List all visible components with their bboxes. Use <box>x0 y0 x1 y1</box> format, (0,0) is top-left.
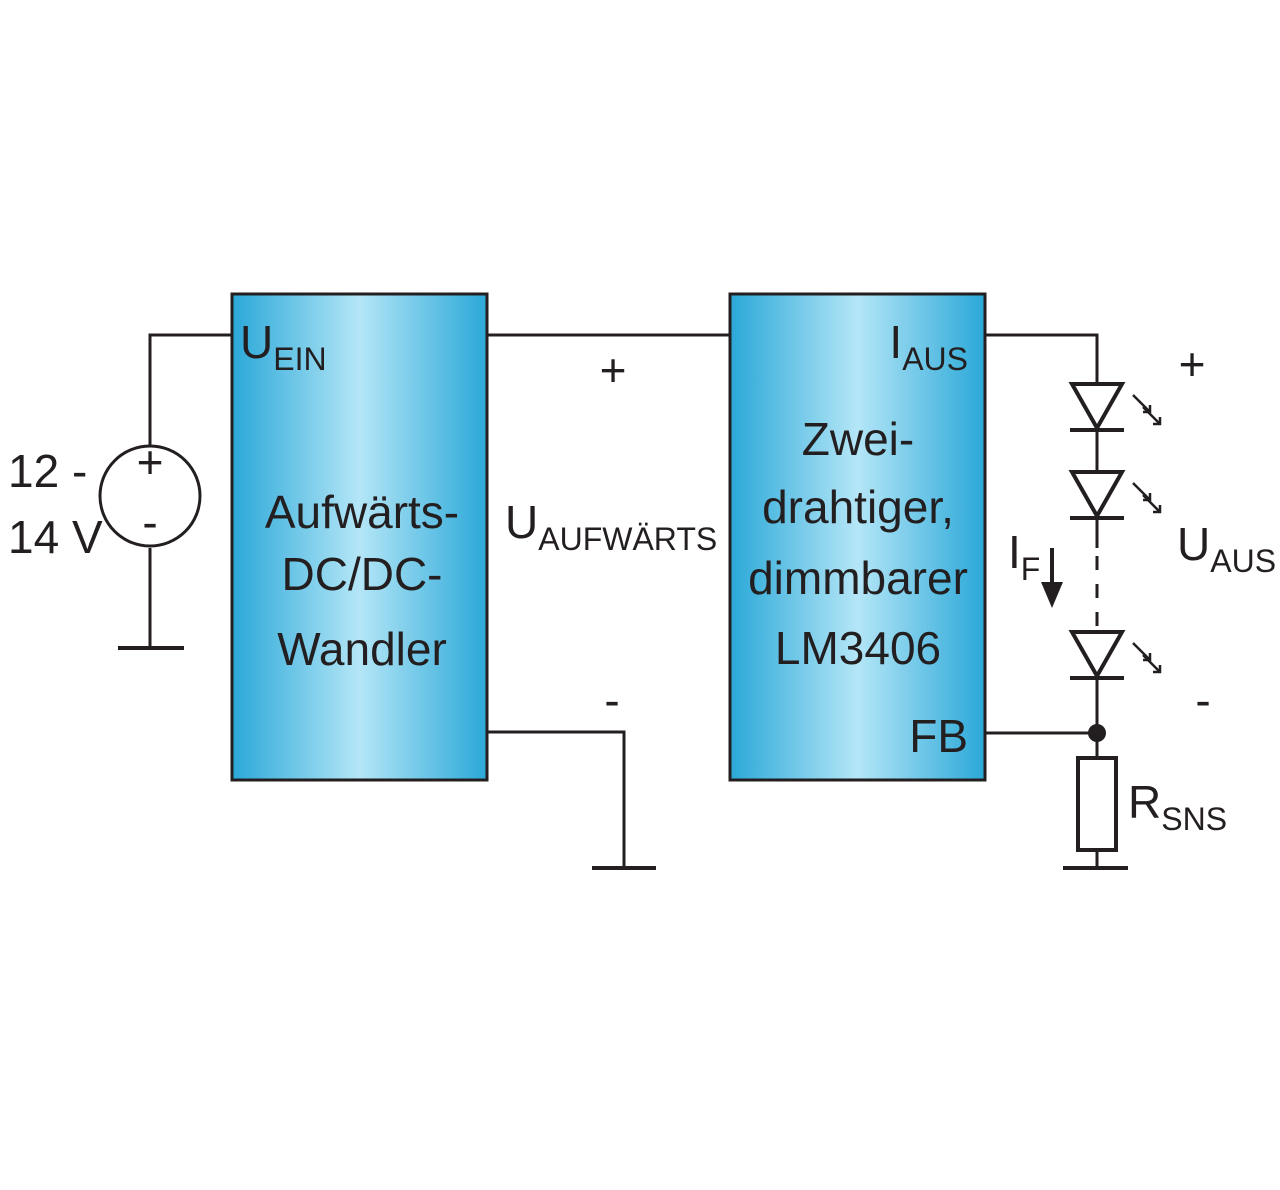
led-current-sub: F <box>1021 551 1041 587</box>
led-voltage-main: U <box>1177 518 1210 570</box>
wire-driver-to-led <box>985 333 1099 382</box>
converter-input-sub: EIN <box>273 341 326 377</box>
driver-title-line3: dimmbarer <box>748 552 968 604</box>
sense-resistor-icon <box>1076 756 1118 852</box>
led-minus-sign: - <box>1195 674 1210 726</box>
sense-resistor-label: RSNS <box>1128 776 1227 837</box>
source-voltage-line2: 14 V <box>8 511 103 563</box>
led-2 <box>1068 470 1162 521</box>
voltage-source-icon <box>98 444 202 548</box>
led-2-light-icon <box>1132 482 1162 514</box>
led-3-light-icon <box>1132 642 1162 674</box>
led-1-light-icon <box>1132 394 1162 426</box>
driver-output-label: IAUS <box>889 316 968 377</box>
intermediate-plus-sign: + <box>600 344 627 396</box>
led-2-diode-icon <box>1068 470 1126 521</box>
intermediate-voltage-sub: AUFWÄRTS <box>538 521 717 557</box>
led-voltage-sub: AUS <box>1210 543 1276 579</box>
driver-feedback-label: FB <box>909 710 968 762</box>
led-1 <box>1068 382 1162 433</box>
driver-box <box>728 292 987 782</box>
led-plus-sign: + <box>1179 338 1206 390</box>
voltage-source: + - <box>98 436 202 548</box>
intermediate-minus-sign: - <box>604 674 619 726</box>
led-voltage-label: UAUS <box>1177 518 1276 579</box>
sense-resistor-sub: SNS <box>1161 801 1227 837</box>
source-plus-sign: + <box>137 436 164 488</box>
converter-title-line3: Wandler <box>277 623 447 675</box>
driver-title-line1: Zwei- <box>802 413 914 465</box>
converter-input-main: U <box>240 316 273 368</box>
converter-title-line2: DC/DC- <box>282 548 443 600</box>
led-1-diode-icon <box>1068 382 1126 433</box>
driver-output-sub: AUS <box>902 341 968 377</box>
intermediate-voltage-label: UAUFWÄRTS <box>505 496 717 557</box>
source-minus-sign: - <box>142 496 157 548</box>
driver-block: IAUS Zwei- drahtiger, dimmbarer LM3406 F… <box>728 292 987 782</box>
current-arrow-icon <box>1041 548 1063 608</box>
led-3-diode-icon <box>1068 630 1126 681</box>
intermediate-voltage-main: U <box>505 496 538 548</box>
wires <box>118 333 1128 870</box>
converter-box <box>230 292 489 782</box>
converter-title-line1: Aufwärts- <box>265 486 459 538</box>
led-current-label: IF <box>1008 526 1040 587</box>
converter-input-label: UEIN <box>240 316 327 377</box>
driver-output-main: I <box>889 316 902 368</box>
led-string <box>1068 382 1162 681</box>
led-current-main: I <box>1008 526 1021 578</box>
wire-converter-to-ground <box>487 730 626 868</box>
led-3 <box>1068 630 1162 681</box>
junction-dot <box>1088 724 1106 742</box>
converter-block: UEIN Aufwärts- DC/DC- Wandler <box>230 292 489 782</box>
sense-resistor-main: R <box>1128 776 1161 828</box>
wire-source-to-converter <box>148 333 232 445</box>
driver-title-line2: drahtiger, <box>762 481 954 533</box>
driver-title-line4: LM3406 <box>775 622 941 674</box>
source-voltage-line1: 12 - <box>8 445 87 497</box>
